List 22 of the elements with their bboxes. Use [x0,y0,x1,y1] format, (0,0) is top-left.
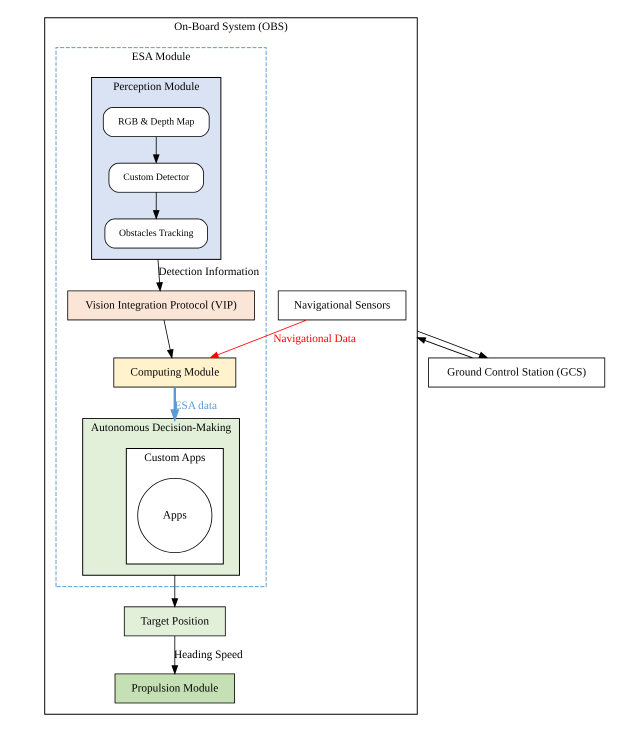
edge-label: ESA data [174,400,217,412]
node-box: Custom Detector [108,162,204,193]
node-box: Ground Control Station (GCS) [428,358,605,388]
arrow [163,320,173,360]
node-box: RGB & Depth Map [102,107,210,137]
arrow [416,337,473,358]
arrow [170,574,178,608]
arrow [152,192,160,220]
arrow [170,636,178,675]
node-box: Propulsion Module [114,673,235,704]
arrow [416,330,488,358]
node-box: Navigational Sensors [277,290,406,320]
node-box: Computing Module [112,358,236,388]
edge-label: Navigational Data [272,332,356,345]
arrow [156,258,162,292]
arrow [170,387,179,422]
node-circle: Apps [136,478,212,554]
node-box: Target Position [123,606,226,636]
node-box: Obstacles Tracking [104,218,208,248]
arrow [208,320,307,358]
arrow [152,136,160,164]
node-box: Vision Integration Protocol (VIP) [66,290,254,320]
